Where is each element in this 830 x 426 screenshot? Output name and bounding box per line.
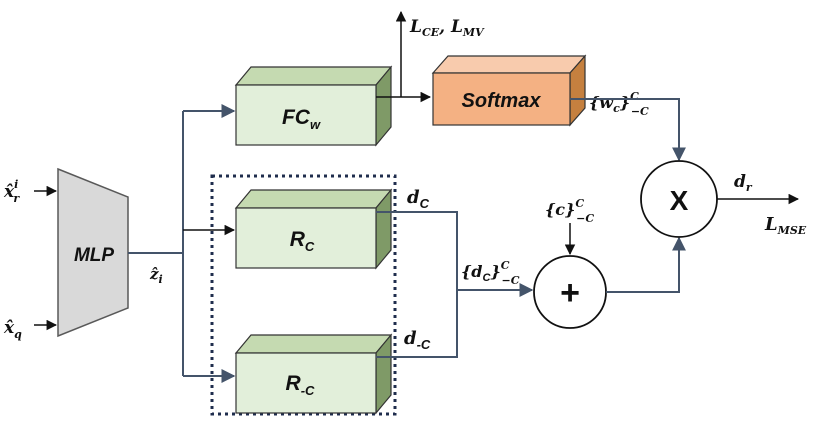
regressor-group-frame — [210, 174, 397, 416]
dc-wire — [376, 211, 458, 290]
softmax-to-times-wire — [570, 98, 686, 162]
mlp-block: MLP — [57, 167, 129, 338]
dmc-wire — [376, 290, 458, 358]
times-label: X — [670, 185, 689, 216]
fcw-block: FCw — [234, 65, 393, 147]
fcw-label: FCw — [282, 106, 321, 132]
rmc-label: R-C — [286, 372, 316, 398]
dc-label: dC — [407, 187, 430, 211]
rc-block: RC — [234, 188, 393, 270]
mlp-label: MLP — [74, 245, 114, 266]
input-x-q: x̂q — [3, 318, 58, 341]
dset-label: {dC}C−C — [461, 259, 520, 287]
rc-label: RC — [290, 228, 315, 254]
weights-label: {wc}C−C — [589, 90, 649, 118]
cset-label: {c}C−C — [545, 197, 594, 225]
svg-text:x̂q: x̂q — [3, 318, 22, 341]
rmc-block: R-C — [234, 333, 393, 415]
svg-text:x̂ir: x̂ir — [3, 178, 20, 205]
dr-label: dr — [734, 172, 753, 194]
plus-label: + — [560, 274, 580, 312]
loss-ce-mv-label: LCE, LMV — [409, 17, 485, 39]
loss-mse-text: LMSE — [764, 214, 807, 237]
times-node: X — [640, 160, 718, 238]
plus-node: + — [533, 255, 607, 329]
softmax-block: Softmax — [431, 54, 587, 127]
dmc-label: d-C — [404, 328, 431, 352]
softmax-label: Softmax — [462, 90, 542, 112]
plus-to-times-wire — [606, 236, 686, 293]
z-label: ẑi — [149, 265, 163, 286]
